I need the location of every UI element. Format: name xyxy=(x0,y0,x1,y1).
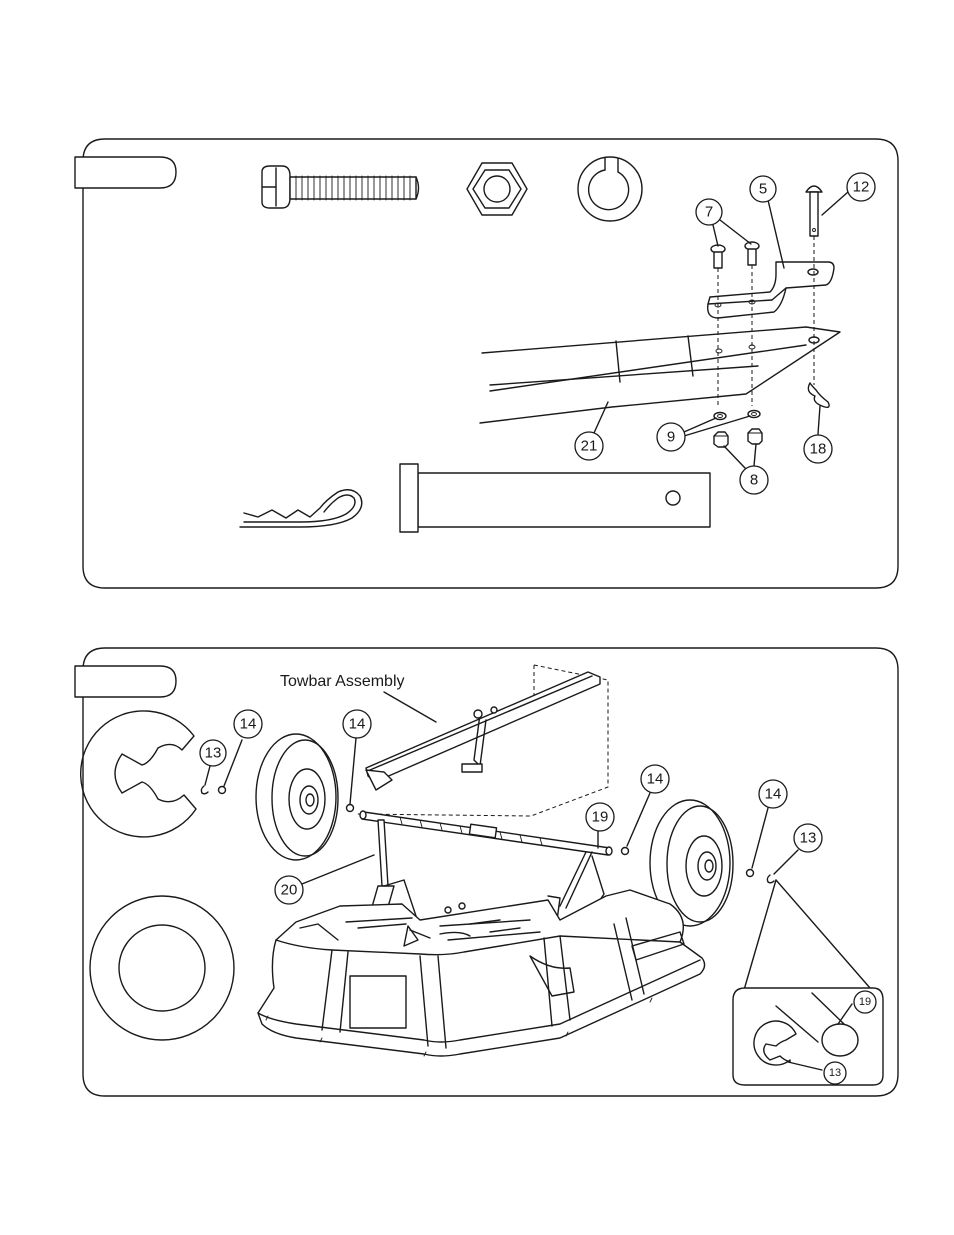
callout-9: 9 xyxy=(656,415,751,452)
detail-callout-19: 19 xyxy=(853,990,877,1014)
svg-text:14: 14 xyxy=(765,786,782,803)
top-panel: 5 7 12 21 9 18 xyxy=(74,138,899,589)
e-clip-sample-icon xyxy=(200,785,209,795)
svg-text:14: 14 xyxy=(647,771,664,788)
svg-text:13: 13 xyxy=(205,745,222,762)
towbar-label-leader xyxy=(383,691,437,723)
bottom-panel-tab xyxy=(74,665,177,698)
wagon-tub-icon xyxy=(257,889,706,1057)
svg-text:20: 20 xyxy=(281,882,298,899)
svg-text:21: 21 xyxy=(581,438,598,455)
svg-text:12: 12 xyxy=(853,179,870,196)
detail-inset: 19 13 xyxy=(732,879,884,1086)
bottom-panel-frame xyxy=(82,647,899,1097)
wheel-left-icon xyxy=(255,733,339,861)
towbar-assembly-label: Towbar Assembly xyxy=(280,673,405,690)
washer-sample-icon xyxy=(217,785,227,795)
svg-text:13: 13 xyxy=(800,830,817,847)
callout-13-a: 13 xyxy=(199,739,227,786)
callout-20: 20 xyxy=(274,854,375,905)
callout-14-a: 14 xyxy=(223,709,263,787)
callout-19: 19 xyxy=(585,802,615,849)
svg-text:8: 8 xyxy=(750,472,758,489)
e-clip-icon xyxy=(79,710,197,838)
detail-callout-13: 13 xyxy=(823,1061,847,1085)
svg-text:13: 13 xyxy=(829,1067,841,1079)
svg-text:7: 7 xyxy=(705,204,713,221)
hitch-bar-icon xyxy=(399,463,711,533)
callout-12: 12 xyxy=(821,172,876,216)
top-panel-frame xyxy=(82,138,899,589)
svg-text:14: 14 xyxy=(349,716,366,733)
axle-rod-icon xyxy=(359,810,613,856)
svg-text:19: 19 xyxy=(859,996,871,1008)
callout-14-d: 14 xyxy=(751,779,788,869)
flat-washer-icon xyxy=(89,895,235,1041)
svg-text:5: 5 xyxy=(759,181,767,198)
lock-washer-icon xyxy=(577,156,643,222)
svg-text:9: 9 xyxy=(667,429,675,446)
svg-text:19: 19 xyxy=(592,809,609,826)
callout-13-b: 13 xyxy=(773,823,823,875)
callout-21: 21 xyxy=(574,401,609,461)
callout-14-c: 14 xyxy=(626,764,670,847)
washer-far-right-icon xyxy=(745,868,755,878)
callout-14-b: 14 xyxy=(342,709,372,805)
callout-5: 5 xyxy=(749,175,785,269)
callout-8: 8 xyxy=(723,443,769,495)
wheel-right-icon xyxy=(649,799,734,927)
callout-18: 18 xyxy=(803,405,833,464)
e-clip-right-icon xyxy=(766,874,775,884)
towbar-assembly-icon xyxy=(365,671,601,791)
top-panel-tab xyxy=(74,156,177,189)
svg-text:14: 14 xyxy=(240,716,257,733)
callout-7: 7 xyxy=(695,198,752,247)
bottom-panel: Towbar Assembly 19 13 14 xyxy=(74,647,899,1097)
screw-icon xyxy=(261,165,420,209)
svg-text:18: 18 xyxy=(810,441,827,458)
washer-left-icon xyxy=(345,803,355,813)
hitch-pin-clip-icon xyxy=(239,489,363,528)
towbar-hitch-exploded xyxy=(479,185,841,448)
washer-right-icon xyxy=(620,846,630,856)
hex-nut-icon xyxy=(466,162,528,216)
